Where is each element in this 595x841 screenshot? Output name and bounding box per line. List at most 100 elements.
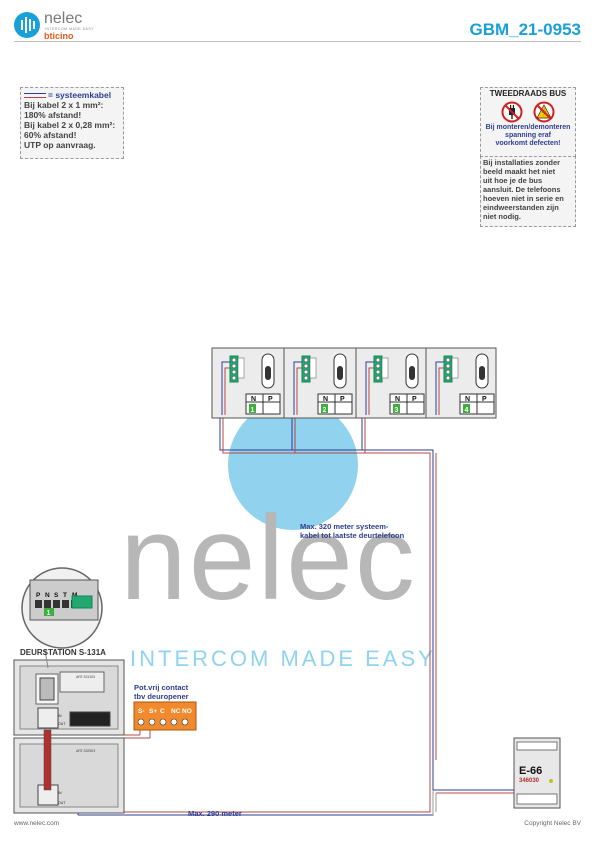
warning-title: TWEEDRAADS BUS	[489, 89, 567, 98]
phone-2-screw	[303, 375, 309, 381]
module-terminal-label: N	[45, 592, 50, 599]
relay-terminal-screw	[170, 718, 178, 726]
phone-4-number-badge	[463, 404, 470, 413]
cable-line-4: 60% afstand!	[24, 130, 77, 140]
systemcable-swatch	[24, 92, 46, 98]
module-terminal-slot	[62, 600, 69, 608]
relay-terminal-screw	[159, 718, 167, 726]
out-label-1: OUT	[58, 722, 66, 726]
relay-terminal-screw	[181, 718, 189, 726]
logo-brand: bticino	[44, 31, 74, 41]
phone-1-screw	[231, 357, 237, 363]
phone-4-screw	[445, 369, 451, 375]
phone-1-wire-a	[221, 361, 230, 415]
door-station: ART.331103 ART.332503 IN OUT IN OUT	[13, 659, 125, 814]
caution-line-2: spanning eraf	[505, 132, 551, 139]
phone-2-screw	[303, 363, 309, 369]
phone-3-wire-a	[365, 361, 374, 415]
power-supply	[513, 737, 561, 809]
phone-4-screw	[445, 363, 451, 369]
info-line-4: aansluit. De telefoons	[483, 185, 561, 194]
power-supply-label: E-66	[519, 765, 543, 777]
phone-4-p-label: P	[482, 396, 487, 403]
phone-2-number: 2	[323, 407, 327, 414]
relay-module	[133, 701, 197, 731]
phone-1-wire-b	[224, 367, 230, 415]
warning-box: TWEEDRAADS BUS Bij monteren/demonteren s…	[480, 87, 576, 157]
logo-word: nelec	[44, 10, 83, 27]
phone-4-screw	[445, 357, 451, 363]
system-cable	[77, 415, 520, 816]
phone-2-wire-a	[293, 361, 302, 415]
warning-icons	[483, 101, 573, 123]
phone-4-n-label: N	[465, 396, 470, 403]
module-number-badge	[44, 608, 54, 616]
watermark-word: nelec	[120, 491, 417, 625]
door-station-title: DEURSTATION S-131A	[20, 648, 106, 657]
phone-3-screw	[375, 363, 381, 369]
phone-4-handset-grip	[479, 366, 485, 380]
max-320-label: Max. 320 meter systeem- kabel tot laatst…	[300, 522, 404, 540]
phone-2-wire-b	[296, 367, 302, 415]
phone-2-screw	[303, 357, 309, 363]
no-voltage-icon	[533, 101, 555, 123]
info-line-1: Bij installaties zonder	[483, 158, 561, 167]
phone-2-p-label: P	[340, 396, 345, 403]
module-terminal-slot	[53, 600, 60, 608]
phone-3-handset-grip	[409, 366, 415, 380]
phone-1-screw	[231, 369, 237, 375]
cable-note: = systeemkabel Bij kabel 2 x 1 mm²: 180%…	[20, 87, 124, 159]
phone-1-number-badge	[249, 404, 256, 413]
max-290-label: Max. 290 meter	[188, 809, 242, 818]
header-divider	[14, 41, 581, 42]
module-terminals: PNSTM1	[35, 592, 93, 617]
module-code-1: ART.331103	[76, 675, 95, 679]
phone-4-number: 4	[465, 407, 469, 414]
no-plug-icon	[501, 101, 523, 123]
module-terminal-label: P	[36, 592, 41, 599]
phone-3-label-strip	[381, 357, 389, 379]
phone-2-handset-grip	[337, 366, 343, 380]
document-id: GBM_21-0953	[469, 20, 581, 39]
caution-line-1: Bij monteren/demonteren	[485, 124, 571, 131]
phone-1-handset-grip	[265, 366, 271, 380]
module-terminal-slot	[44, 600, 51, 608]
phone-internals	[221, 353, 495, 415]
relay-terminal-label: S-	[138, 708, 145, 715]
phone-3-number: 3	[395, 407, 399, 414]
phone-2-number-badge	[321, 404, 328, 413]
phone-1-label-strip	[237, 357, 245, 379]
phone-4-wire-b	[438, 367, 444, 415]
relay-title-line-2: tbv deuropener	[134, 692, 189, 701]
footer-website: www.nelec.com	[14, 820, 60, 827]
logo-tagline: INTERCOM MADE EASY	[45, 27, 95, 31]
relay-title-line-1: Pot.vrij contact	[134, 683, 189, 692]
phone-1-p-label: P	[268, 396, 273, 403]
relay-terminal-screw	[137, 718, 145, 726]
phone-1-screw	[231, 375, 237, 381]
cable-line-3: Bij kabel 2 x 0,28 mm²:	[24, 120, 116, 130]
phone-2-label-strip	[309, 357, 317, 379]
module-terminal-slot	[35, 600, 42, 608]
phone-3-screw	[375, 369, 381, 375]
cable-legend-text: = systeemkabel	[48, 90, 112, 100]
power-supply-code: 346030	[519, 778, 540, 784]
out-label-2: OUT	[58, 801, 66, 805]
info-line-2: beeld maakt het niet	[483, 167, 556, 176]
module-terminal-label: S	[54, 592, 59, 599]
phone-3-p-label: P	[412, 396, 417, 403]
info-line-5: hoeven niet in serie en	[483, 194, 564, 203]
module-number: 1	[47, 610, 51, 617]
relay-terminal-label: NC	[171, 708, 181, 715]
phone-4-screw	[445, 375, 451, 381]
watermark-circle	[228, 400, 358, 530]
warning-caution: Bij monteren/demonteren spanning eraf vo…	[483, 124, 573, 148]
phone-1-number: 1	[251, 407, 255, 414]
cable-line-1: Bij kabel 2 x 1 mm²:	[24, 100, 104, 110]
info-line-7: niet nodig.	[483, 212, 521, 221]
phone-1-screw	[231, 363, 237, 369]
module-dip-switch	[71, 595, 93, 609]
cable-line-2: 180% afstand!	[24, 110, 82, 120]
info-line-3: uit hoe je de bus	[483, 176, 543, 185]
